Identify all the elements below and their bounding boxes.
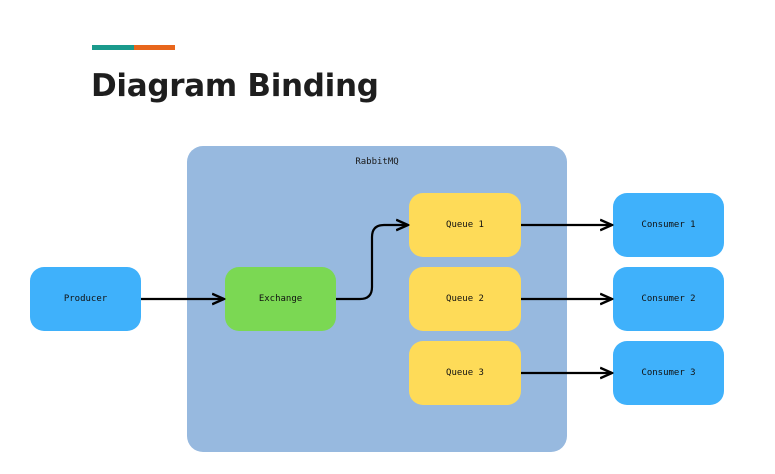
queue-1-node: Queue 1 [409,193,521,257]
consumer-3-node: Consumer 3 [613,341,724,405]
container-label: RabbitMQ [355,157,399,167]
accent-bar-teal [92,45,134,50]
queue-2-node: Queue 2 [409,267,521,331]
exchange-node: Exchange [225,267,336,331]
producer-node: Producer [30,267,141,331]
consumer-2-node: Consumer 2 [613,267,724,331]
page-title: Diagram Binding [91,68,379,104]
accent-bar-orange [134,45,175,50]
queue-3-node: Queue 3 [409,341,521,405]
consumer-1-node: Consumer 1 [613,193,724,257]
